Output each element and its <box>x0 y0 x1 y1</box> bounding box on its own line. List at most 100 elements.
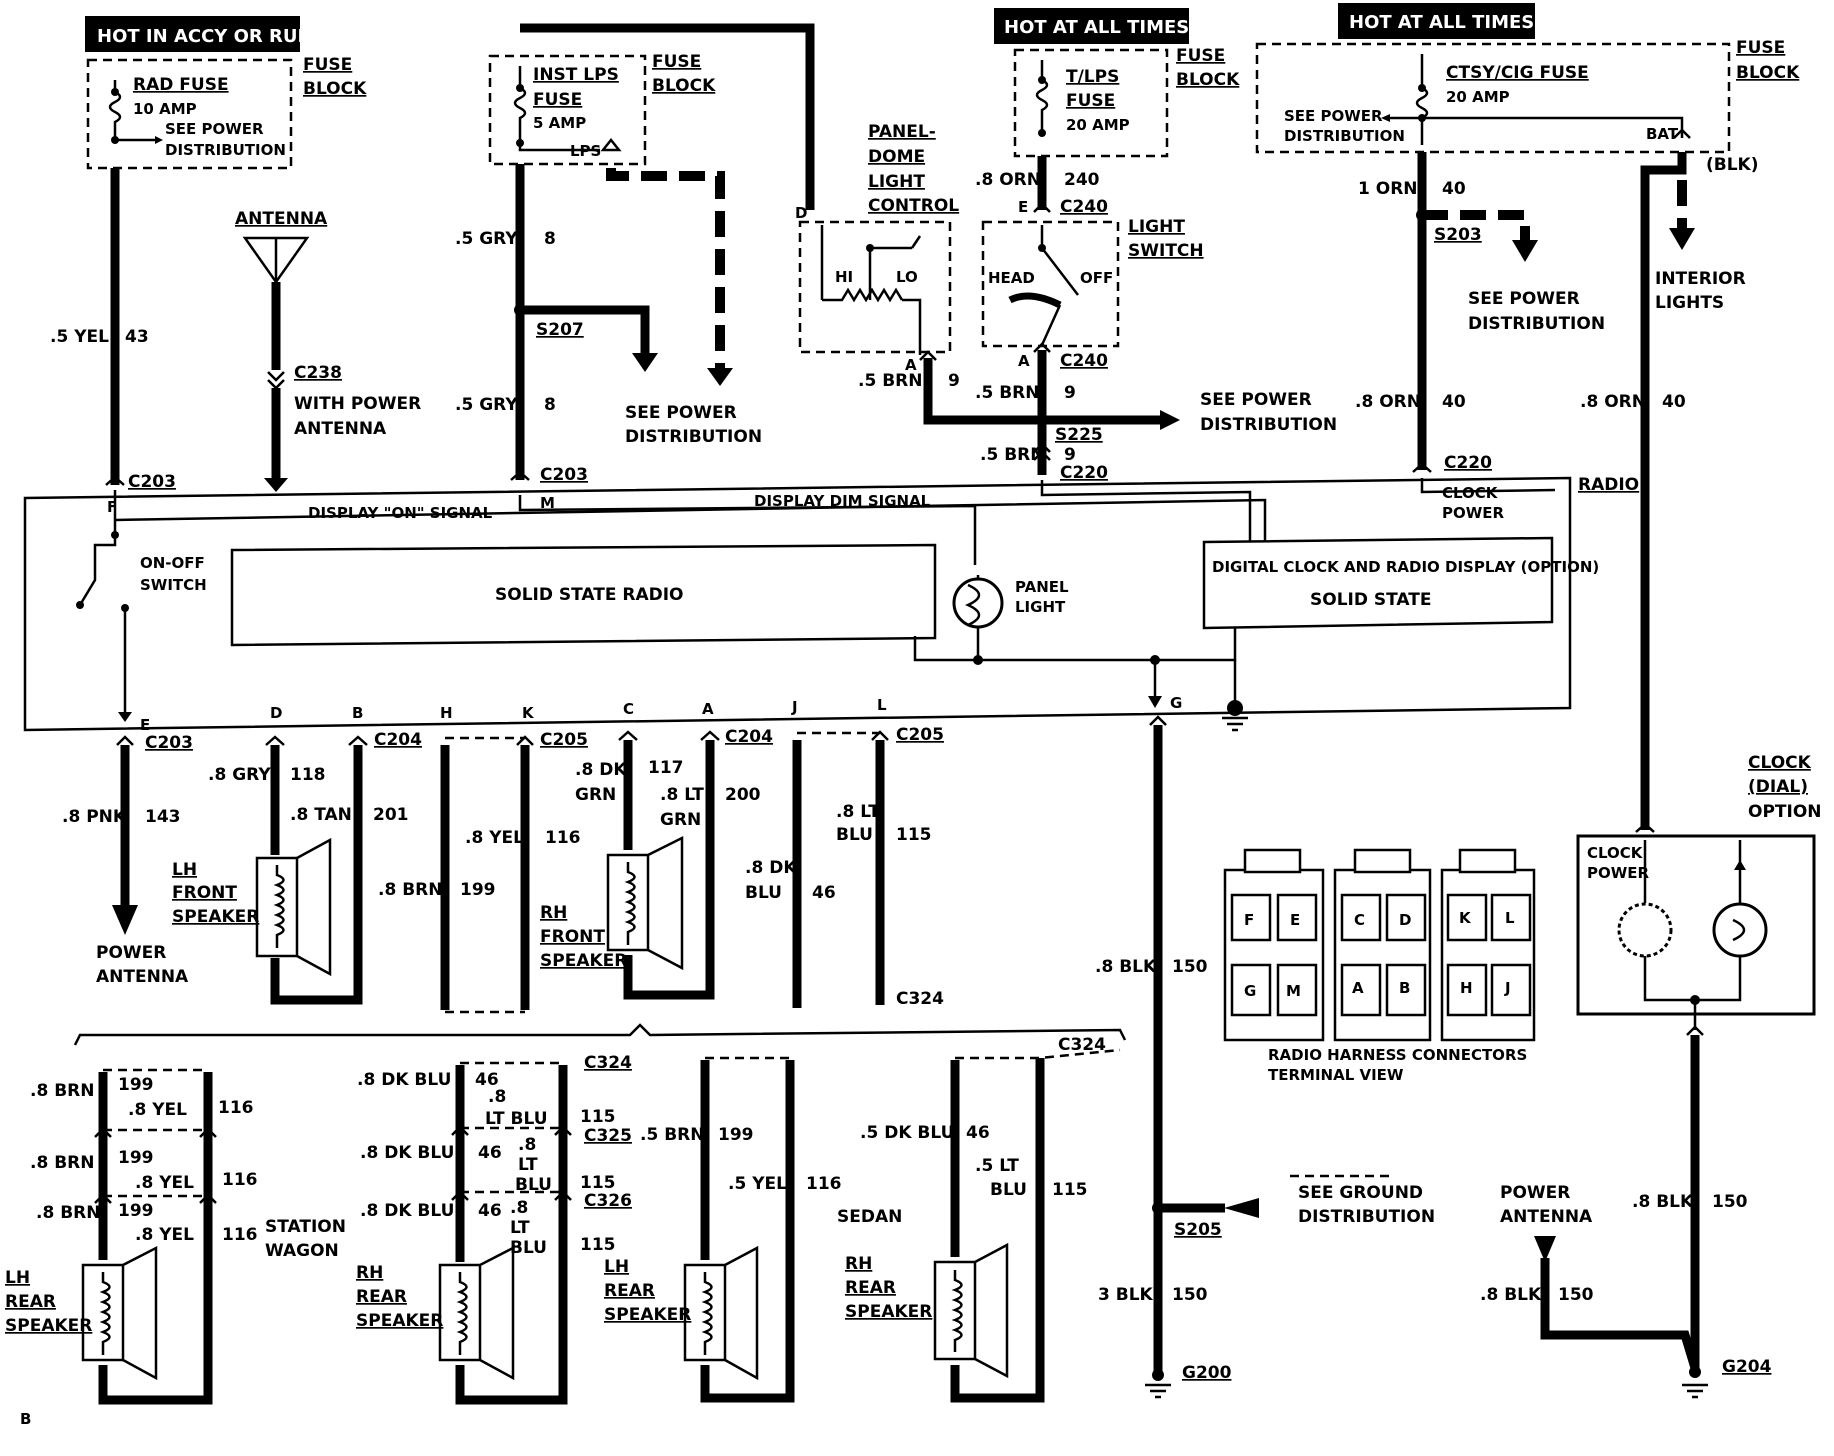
svg-text:.8: .8 <box>510 1198 528 1218</box>
svg-text:A: A <box>1018 352 1030 370</box>
svg-text:FUSE: FUSE <box>652 52 701 72</box>
radio-harness-connectors: F E C D K L G M A B H J RADIO HARNESS CO… <box>1223 848 1536 1084</box>
svg-text:DISTRIBUTION: DISTRIBUTION <box>625 427 762 447</box>
svg-text:117: 117 <box>648 758 684 778</box>
svg-text:SOLID STATE RADIO: SOLID STATE RADIO <box>495 585 684 605</box>
fuse-icon <box>1035 60 1049 135</box>
svg-text:DOME: DOME <box>868 147 925 167</box>
svg-text:DISTRIBUTION: DISTRIBUTION <box>165 141 286 159</box>
svg-text:.8 BLK: .8 BLK <box>1632 1192 1694 1212</box>
svg-text:INST LPS: INST LPS <box>533 65 619 85</box>
svg-text:B: B <box>20 1410 31 1428</box>
arrow-icon <box>155 136 163 144</box>
svg-text:10 AMP: 10 AMP <box>133 100 197 118</box>
svg-text:C203: C203 <box>128 472 176 492</box>
svg-text:E: E <box>1018 198 1028 216</box>
fuse-icon <box>1415 54 1429 145</box>
arrow-down-icon <box>1148 696 1162 708</box>
svg-text:.8 GRY: .8 GRY <box>208 765 271 785</box>
svg-text:RAD FUSE: RAD FUSE <box>133 75 229 95</box>
svg-text:BLU: BLU <box>745 883 782 903</box>
svg-text:46: 46 <box>966 1123 990 1143</box>
fuse-icon <box>108 80 122 140</box>
dashed-power-feed <box>606 168 725 370</box>
connector-icon <box>116 735 134 746</box>
svg-text:FUSE: FUSE <box>533 90 582 110</box>
svg-text:G: G <box>1244 982 1256 1000</box>
svg-text:5 AMP: 5 AMP <box>533 114 586 132</box>
arrow-down-icon <box>264 478 288 492</box>
svg-text:116: 116 <box>222 1225 258 1245</box>
header-hot-accy: HOT IN ACCY OR RUN <box>85 16 313 52</box>
svg-text:200: 200 <box>725 785 761 805</box>
light-switch: LIGHT SWITCH HEAD OFF A <box>981 217 1204 370</box>
svg-text:SEE POWER: SEE POWER <box>1200 390 1312 410</box>
digital-clock-box <box>1202 536 1554 630</box>
connector-icon <box>618 730 720 741</box>
svg-text:DISTRIBUTION: DISTRIBUTION <box>1468 314 1605 334</box>
svg-text:S225: S225 <box>1055 425 1103 445</box>
svg-text:ANTENNA: ANTENNA <box>294 419 387 439</box>
svg-text:REAR: REAR <box>604 1281 655 1301</box>
inst-lps-fuse-block: FUSE BLOCK INST LPS FUSE 5 AMP LPS <box>488 52 716 166</box>
svg-text:S205: S205 <box>1174 1220 1222 1240</box>
connector-icon <box>451 1125 572 1201</box>
svg-text:E: E <box>140 716 150 734</box>
svg-text:LIGHT: LIGHT <box>1128 217 1185 237</box>
svg-text:118: 118 <box>290 765 326 785</box>
svg-text:201: 201 <box>373 805 409 825</box>
lh-front-speaker-icon <box>255 837 332 977</box>
svg-text:.8 ORN: .8 ORN <box>1355 392 1421 412</box>
tlps-fuse-block: FUSE BLOCK T/LPS FUSE 20 AMP <box>1013 46 1240 158</box>
svg-text:GRN: GRN <box>660 810 701 830</box>
svg-text:FUSE: FUSE <box>1176 46 1225 66</box>
svg-text:LIGHT: LIGHT <box>1015 598 1066 616</box>
svg-text:116: 116 <box>545 828 581 848</box>
svg-text:SPEAKER: SPEAKER <box>5 1316 92 1336</box>
rh-rear-speaker-icon <box>438 1245 515 1381</box>
arrow-down-icon <box>118 712 132 722</box>
svg-text:OFF: OFF <box>1080 269 1113 287</box>
arrow-icon <box>1381 114 1390 122</box>
svg-text:POWER: POWER <box>1587 864 1650 882</box>
svg-text:FUSE: FUSE <box>1736 38 1785 58</box>
svg-text:40: 40 <box>1662 392 1686 412</box>
svg-text:.5 BRN: .5 BRN <box>640 1125 704 1145</box>
svg-text:.8 YEL: .8 YEL <box>128 1100 187 1120</box>
connector-icon <box>265 735 368 746</box>
svg-text:HOT AT ALL TIMES: HOT AT ALL TIMES <box>1349 12 1534 33</box>
svg-text:.5 LT: .5 LT <box>975 1156 1019 1176</box>
svg-text:CLOCK: CLOCK <box>1748 753 1812 773</box>
svg-text:SPEAKER: SPEAKER <box>604 1305 691 1325</box>
wire-brn-9 <box>923 358 1160 425</box>
svg-text:.8 DK BLU: .8 DK BLU <box>360 1143 454 1163</box>
svg-text:C204: C204 <box>725 727 773 747</box>
svg-text:SEE POWER: SEE POWER <box>1284 107 1383 125</box>
svg-text:H: H <box>1460 979 1473 997</box>
svg-text:116: 116 <box>806 1174 842 1194</box>
radio-unit: RADIO F M DISPLAY "ON" SIGNAL DISPLAY DI… <box>23 475 1639 732</box>
svg-text:SEE POWER: SEE POWER <box>165 120 264 138</box>
svg-text:G: G <box>1170 694 1182 712</box>
svg-text:40: 40 <box>1442 179 1466 199</box>
arrow-down-icon <box>1669 228 1695 250</box>
svg-text:RADIO HARNESS CONNECTORS: RADIO HARNESS CONNECTORS <box>1268 1046 1527 1064</box>
svg-text:STATION: STATION <box>265 1217 346 1237</box>
svg-text:WITH POWER: WITH POWER <box>294 394 421 414</box>
svg-text:B: B <box>352 704 363 722</box>
svg-text:150: 150 <box>1172 957 1208 977</box>
svg-text:CONTROL: CONTROL <box>868 196 959 216</box>
svg-text:.8 ORN: .8 ORN <box>975 170 1041 190</box>
svg-text:.5 BRN: .5 BRN <box>975 383 1039 403</box>
connector-icon <box>1149 715 1167 726</box>
svg-text:HI: HI <box>835 268 853 286</box>
svg-text:.8 PNK: .8 PNK <box>62 807 127 827</box>
svg-text:C203: C203 <box>540 465 588 485</box>
svg-text:BLOCK: BLOCK <box>1736 63 1800 83</box>
svg-text:8: 8 <box>544 395 556 415</box>
svg-text:C204: C204 <box>374 730 422 750</box>
svg-text:43: 43 <box>125 327 149 347</box>
wire-to-panel-dome <box>520 23 815 210</box>
svg-text:SPEAKER: SPEAKER <box>540 951 627 971</box>
svg-text:115: 115 <box>580 1235 616 1255</box>
